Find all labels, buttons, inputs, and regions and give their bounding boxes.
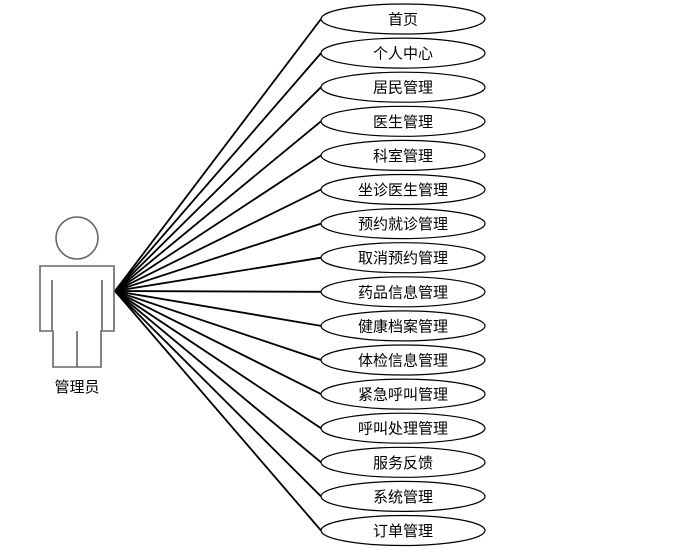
use-case-item: 体检信息管理 [320,344,486,376]
connector-line [114,154,322,292]
use-case-ellipse [320,105,486,137]
use-case-ellipse [320,276,486,308]
use-case-label: 药品信息管理 [358,283,448,301]
use-case-item: 个人中心 [320,37,486,69]
use-case-item: 科室管理 [320,139,486,171]
use-case-label: 居民管理 [373,79,433,97]
use-case-item: 医生管理 [320,105,486,137]
use-case-item: 药品信息管理 [320,276,486,308]
use-case-item: 坐诊医生管理 [320,173,486,206]
connector-line [114,188,322,292]
use-case-ellipse [320,71,486,103]
use-case-label: 订单管理 [373,522,433,540]
connector-line [114,86,322,292]
use-case-item: 订单管理 [320,514,486,547]
use-case-label: 个人中心 [373,45,433,63]
use-case-ellipse [320,3,486,35]
use-case-label: 健康档案管理 [358,317,448,335]
actor-admin: 管理员 [39,216,115,396]
connector-line [114,290,322,395]
connector-line [114,222,322,292]
connector-line [114,290,322,498]
use-case-ellipse [320,37,486,69]
use-case-label: 体检信息管理 [358,352,448,370]
use-case-ellipse [320,480,486,512]
use-case-ellipse [320,173,486,206]
connector-line [114,290,322,429]
use-case-ellipse [320,514,486,547]
use-case-item: 取消预约管理 [320,242,486,274]
use-case-label: 首页 [388,11,418,29]
use-case-item: 健康档案管理 [320,310,486,342]
use-case-label: 医生管理 [373,113,433,131]
connector-line [114,52,322,292]
person-icon [39,216,115,368]
use-case-ellipse [320,378,486,410]
use-case-ellipse [320,446,486,478]
use-case-label: 系统管理 [373,488,433,506]
use-case-item: 服务反馈 [320,446,486,478]
connector-line [114,18,322,292]
use-case-label: 预约就诊管理 [358,215,448,233]
connector-line [114,120,322,292]
connector-line [114,256,322,292]
use-case-list: 首页个人中心居民管理医生管理科室管理坐诊医生管理预约就诊管理取消预约管理药品信息… [320,3,486,547]
use-case-ellipse [320,344,486,376]
connector-line [114,290,322,463]
use-case-ellipse [320,412,486,444]
use-case-item: 呼叫处理管理 [320,412,486,444]
use-case-label: 坐诊医生管理 [358,181,448,199]
use-case-item: 紧急呼叫管理 [320,378,486,410]
use-case-label: 科室管理 [373,147,433,165]
use-case-label: 取消预约管理 [358,249,448,267]
use-case-item: 系统管理 [320,480,486,512]
use-case-label: 紧急呼叫管理 [358,386,448,404]
connector-line [114,290,322,532]
use-case-item: 居民管理 [320,71,486,103]
use-case-label: 呼叫处理管理 [358,420,448,438]
use-case-ellipse [320,310,486,342]
use-case-item: 首页 [320,3,486,35]
connector-line [114,290,322,327]
connector-line [114,290,322,293]
use-case-ellipse [320,208,486,240]
connector-lines [114,18,322,532]
connector-line [114,290,322,361]
use-case-ellipse [320,242,486,274]
use-case-item: 预约就诊管理 [320,208,486,240]
use-case-label: 服务反馈 [373,454,433,472]
actor-label: 管理员 [54,378,99,396]
use-case-ellipse [320,139,486,171]
